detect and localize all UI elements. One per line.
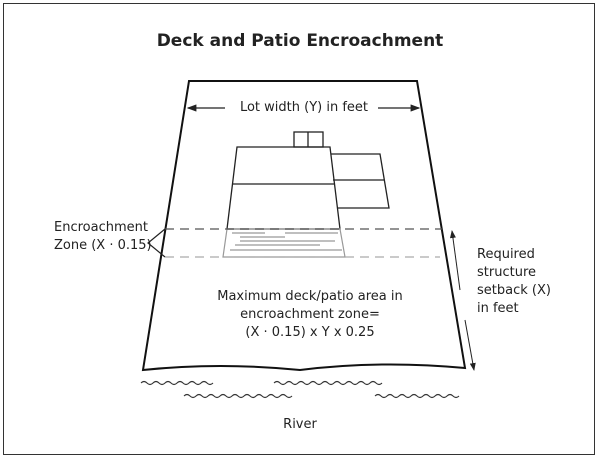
house-side-structure xyxy=(331,153,390,209)
house-body xyxy=(226,146,341,230)
formula-line: (X · 0.15) x Y x 0.25 xyxy=(245,325,375,340)
setback-label-line: structure xyxy=(477,265,536,280)
setback-label-line: setback (X) xyxy=(477,283,551,298)
setback-label-line: Required xyxy=(477,247,535,262)
river-waves xyxy=(140,380,460,399)
formula-label: Maximum deck/patio area in encroachment … xyxy=(180,288,440,342)
setback-label-line: in feet xyxy=(477,301,519,316)
river-label: River xyxy=(283,417,317,432)
encroachment-zone-label: Encroachment Zone (X · 0.15) xyxy=(54,219,152,255)
lot-outline xyxy=(141,80,467,372)
formula-line: Maximum deck/patio area in xyxy=(217,289,403,304)
setback-arrow-up xyxy=(449,230,461,291)
encroachment-bracket xyxy=(147,228,166,258)
formula-line: encroachment zone= xyxy=(240,307,380,322)
house xyxy=(226,131,390,230)
diagram-title: Deck and Patio Encroachment xyxy=(156,31,444,51)
setback-arrow-down xyxy=(464,319,476,371)
encroachment-label-line: Encroachment xyxy=(54,220,148,235)
deck xyxy=(222,228,346,258)
lot-width-label: Lot width (Y) in feet xyxy=(232,99,376,117)
encroachment-label-line: Zone (X · 0.15) xyxy=(54,238,152,253)
diagram-border xyxy=(3,3,595,455)
setback-label: Required structure setback (X) in feet xyxy=(477,246,551,318)
